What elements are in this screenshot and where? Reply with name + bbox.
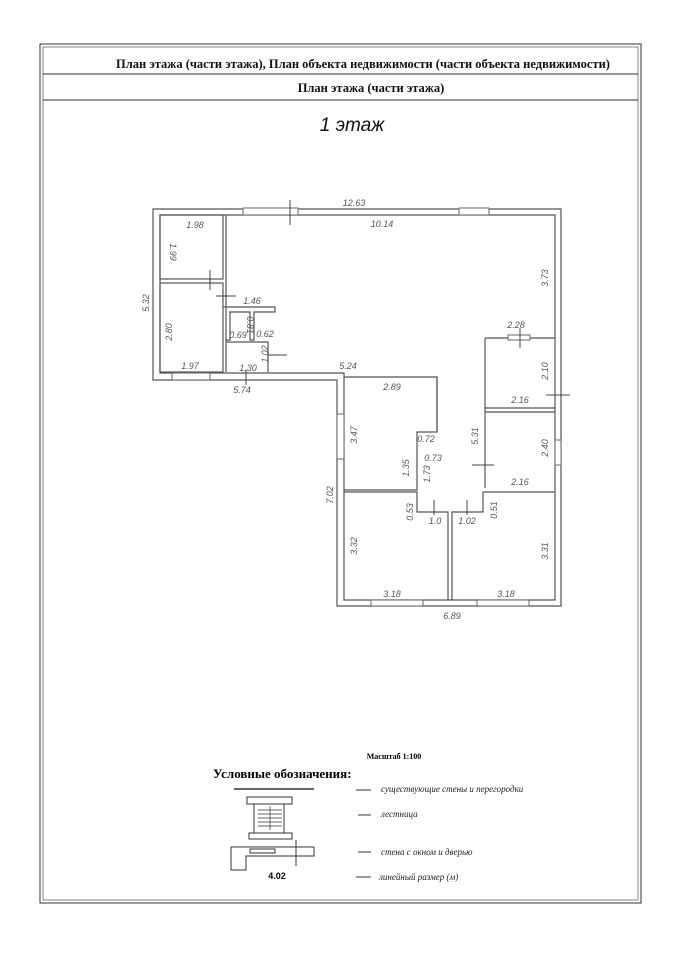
legend-item-window-door: стена с окном и дверью xyxy=(381,847,473,857)
dim-label: 5.31 xyxy=(470,427,480,445)
dim-label: 1.97 xyxy=(181,361,200,371)
dim-label: 3.18 xyxy=(497,589,515,599)
header-line-2: План этажа (части этажа) xyxy=(298,81,445,95)
dim-label: 0.69 xyxy=(229,330,247,340)
dim-label: 0.51 xyxy=(489,501,499,519)
dim-label: 1.02 xyxy=(260,345,270,363)
dim-label: 1.98 xyxy=(186,220,204,230)
legend-title: Условные обозначения: xyxy=(213,766,352,781)
dim-label: 2.16 xyxy=(510,477,529,487)
dim-label: 2.80 xyxy=(164,323,174,342)
dim-label: 3.47 xyxy=(349,425,359,444)
dim-label: 0.53 xyxy=(405,503,415,521)
dim-label: 3.73 xyxy=(540,269,550,287)
dim-label: 1.73 xyxy=(422,465,432,483)
legend-sample-dimension: 4.02 xyxy=(268,871,286,881)
dim-label: 6.89 xyxy=(443,611,461,621)
dim-label: 2.28 xyxy=(506,320,525,330)
dim-label: 1.0 xyxy=(429,516,442,526)
page-frame xyxy=(39,43,642,904)
dim-label: 1.46 xyxy=(243,296,261,306)
dim-label: 2.16 xyxy=(510,395,529,405)
dim-label: 3.32 xyxy=(349,537,359,555)
plan-walls xyxy=(152,200,570,607)
legend-item-dimension: линейный размер (м) xyxy=(378,872,458,882)
dim-label: 3.31 xyxy=(540,542,550,560)
floor-title: 1 этаж xyxy=(320,115,385,136)
dim-label: 2.10 xyxy=(540,362,550,381)
header-line-1: План этажа (части этажа), План объекта н… xyxy=(116,57,610,71)
dim-label: 5.24 xyxy=(339,361,357,371)
legend-symbols: 4.02 xyxy=(230,788,371,881)
dim-label: 0.62 xyxy=(256,329,274,339)
dim-label: 2.40 xyxy=(540,439,550,458)
dim-label: 1.02 xyxy=(458,516,476,526)
dim-label: 3.18 xyxy=(383,589,401,599)
dim-label: 5.74 xyxy=(233,385,251,395)
dim-label: 2.89 xyxy=(382,382,401,392)
scale-label: Масштаб 1:100 xyxy=(367,752,422,761)
legend-item-walls: существующие стены и перегородки xyxy=(381,784,524,794)
dim-label: 1.35 xyxy=(401,458,411,477)
dim-label: 0.72 xyxy=(417,434,435,444)
dim-label: 1.99 xyxy=(168,243,178,261)
page-frame-inner xyxy=(42,46,639,901)
dim-label: 1.30 xyxy=(239,363,257,373)
dimension-labels: 12.63 10.14 3.73 5.32 1.98 1.99 2.80 1.9… xyxy=(141,198,550,621)
legend-item-stairs: лестница xyxy=(380,809,418,819)
dim-label: 12.63 xyxy=(343,198,366,208)
dim-label: 10.14 xyxy=(371,219,394,229)
dim-label: 7.02 xyxy=(325,486,335,504)
dim-label: 0.73 xyxy=(424,453,442,463)
dim-label: 5.32 xyxy=(141,294,151,312)
dim-label: 0.81 xyxy=(245,316,255,334)
